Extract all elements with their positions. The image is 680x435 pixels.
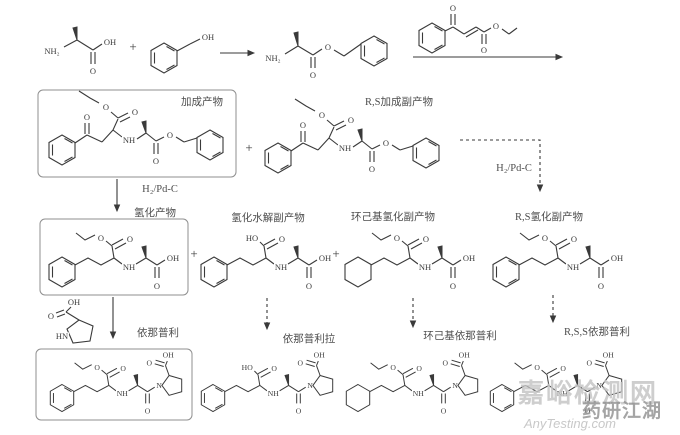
atom-label-o: O	[325, 42, 331, 52]
watermark-url-text: AnyTesting.com	[523, 416, 616, 431]
atom-label-oh: OH	[202, 32, 214, 42]
ethyl-benzoylacrylate-structure: O O O	[418, 2, 518, 56]
hydrogenation-product-structure	[49, 233, 179, 291]
enalapril-box	[35, 348, 193, 421]
atom-label-o: O	[90, 66, 96, 76]
atom-label-o: O	[48, 311, 54, 321]
cyclohexyl-hydrogenation-byproduct-label: 环己基氢化副产物	[351, 210, 435, 223]
cyclohexyl-enalapril-structure	[346, 351, 477, 416]
watermark-brand-text: 药研江湖	[582, 399, 662, 422]
dashed-hydrogenation-arrow	[460, 139, 544, 193]
atom-label-o: O	[493, 21, 499, 31]
hydrogenation-product-label: 氢化产物	[134, 206, 176, 219]
atom-label-o: O	[450, 3, 456, 13]
watermark: 嘉峪检测网 药研江湖 AnyTesting.com	[518, 378, 662, 431]
atom-label-oh: OH	[104, 37, 116, 47]
enalapril-label: 依那普利	[137, 326, 179, 339]
plus-operator: +	[245, 140, 252, 155]
atom-label-nh2: NH₂	[44, 46, 59, 56]
rs-hydrogenation-byproduct-label: R,S氢化副产物	[515, 210, 583, 223]
alanine-structure: NH₂ OH O	[43, 26, 117, 77]
rss-enalapril-label: R,S,S依那普利	[564, 325, 630, 338]
atom-label-nh2: NH₂	[265, 53, 280, 63]
enalaprilat-label: 依那普利拉	[283, 332, 336, 345]
atom-label-o: O	[310, 70, 316, 80]
addition-product-box	[37, 89, 237, 178]
proline-structure: OH O HN	[47, 296, 94, 344]
addition-product-label: 加成产物	[181, 95, 223, 108]
hydrolysis-byproduct-label: 氢化水解副产物	[231, 211, 305, 224]
plus-operator: +	[190, 246, 197, 261]
rs-addition-byproduct-structure	[265, 99, 439, 174]
h2pdc-label-left: H₂/Pd-C	[142, 184, 178, 195]
enalapril-structure	[50, 351, 181, 416]
plus-operator: +	[332, 246, 339, 261]
hydrogenation-product-box	[39, 218, 189, 296]
rs-hydrogenation-byproduct-structure	[493, 233, 623, 291]
hydrolysis-byproduct-structure	[201, 233, 331, 291]
watermark-site-text: 嘉峪检测网	[518, 378, 658, 408]
enalaprilat-structure	[201, 351, 332, 416]
atom-label-o: O	[481, 45, 487, 55]
atom-label-oh: OH	[68, 297, 80, 307]
benzyl-alcohol-structure: OH	[150, 31, 215, 74]
benzyl-alaninate-structure: NH₂ O O	[264, 31, 388, 81]
cyclohexyl-enalapril-label: 环己基依那普利	[423, 329, 497, 342]
cyclohexyl-hydrogenation-byproduct-structure	[345, 233, 475, 291]
plus-operator: +	[129, 39, 136, 54]
atom-label-hn: HN	[56, 331, 68, 341]
h2pdc-label-right: H₂/Pd-C	[496, 163, 532, 174]
rs-addition-byproduct-label: R,S加成副产物	[365, 95, 433, 108]
